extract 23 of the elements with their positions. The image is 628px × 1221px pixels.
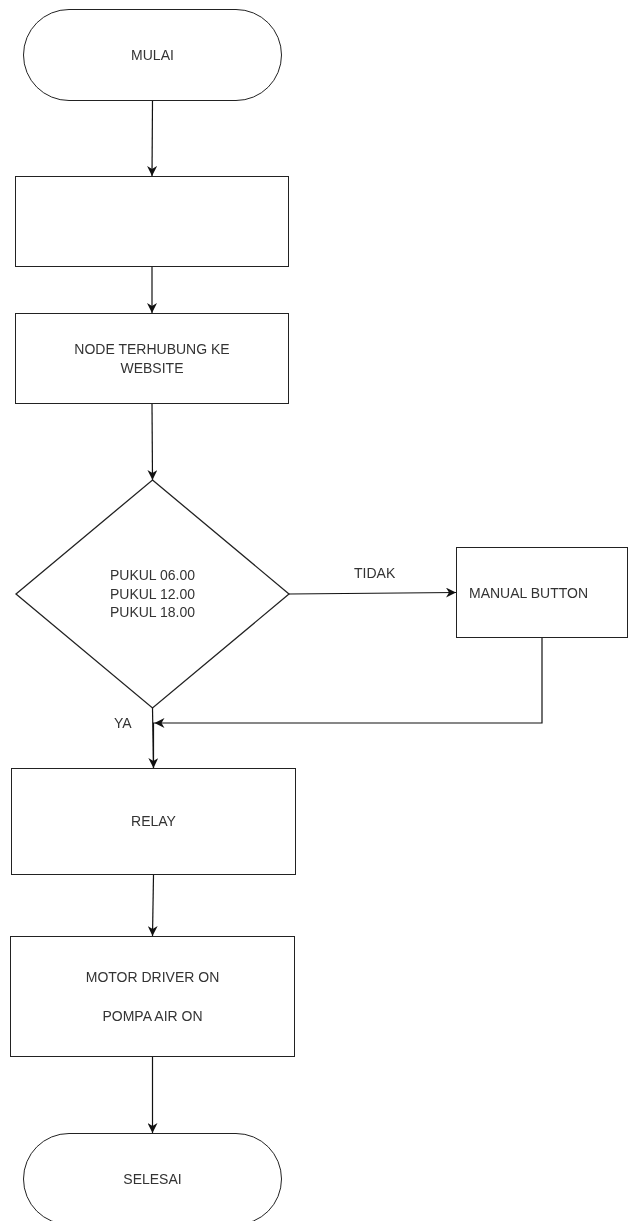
arrow xyxy=(147,874,158,937)
node-text: PUKUL 06.00 PUKUL 12.00 PUKUL 18.00 xyxy=(108,565,197,623)
node-text: POMPA AIR ON xyxy=(102,1006,203,1026)
arrow xyxy=(147,1056,158,1134)
edge-label: YA xyxy=(112,715,134,731)
arrow xyxy=(147,403,158,481)
arrow xyxy=(152,637,543,769)
arrow xyxy=(148,707,159,769)
process-box xyxy=(15,176,289,267)
node-text: MULAI xyxy=(131,45,174,65)
arrow xyxy=(147,100,158,177)
process-box xyxy=(10,936,295,1057)
process-box xyxy=(456,547,628,638)
arrow xyxy=(288,587,457,598)
node-text: SELESAI xyxy=(123,1169,182,1189)
arrow xyxy=(147,266,157,314)
process-box xyxy=(11,768,296,875)
node-text: MANUAL BUTTON xyxy=(469,584,588,603)
node-text: MOTOR DRIVER ON xyxy=(85,967,220,987)
process-box xyxy=(15,313,289,404)
edge-label: TIDAK xyxy=(352,565,398,581)
node-text: NODE TERHUBUNG KE WEBSITE xyxy=(73,339,231,378)
node-text: RELAY xyxy=(131,812,176,831)
